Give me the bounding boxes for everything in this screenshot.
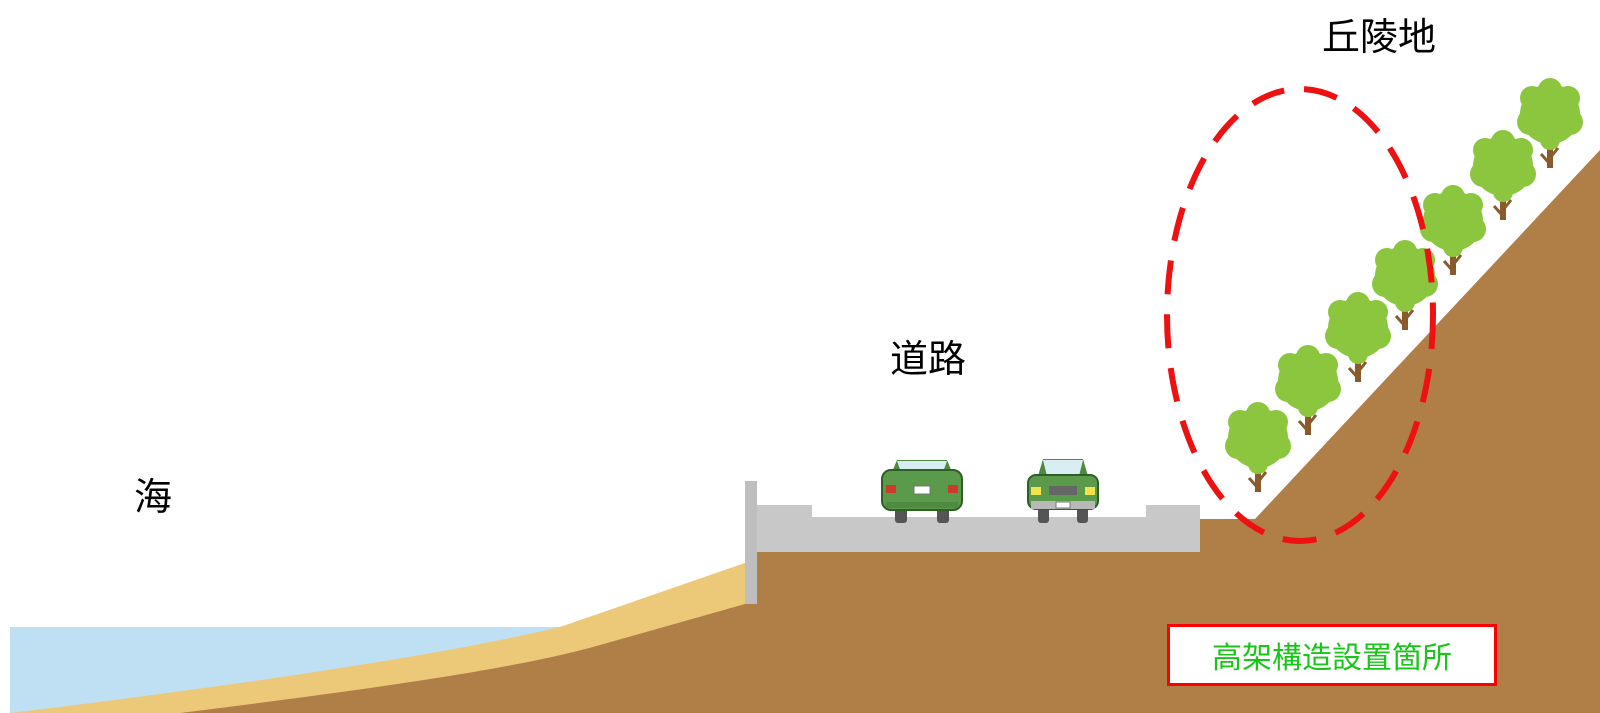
label-sea: 海 (134, 475, 173, 519)
label-road: 道路 (890, 337, 967, 381)
car-icon (1027, 459, 1099, 523)
label-hill: 丘陵地 (1322, 15, 1437, 59)
seawall (745, 481, 757, 604)
car-icon (881, 460, 963, 523)
tree-icon (1223, 400, 1293, 494)
elevated-structure-badge: 高架構造設置箇所 (1167, 624, 1497, 686)
highlight-ellipse (1164, 86, 1436, 544)
road-slab (757, 505, 1200, 552)
ground-soil (180, 150, 1600, 713)
